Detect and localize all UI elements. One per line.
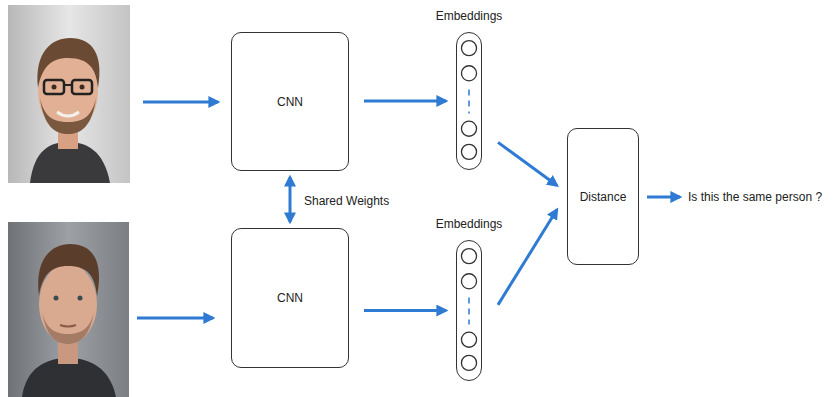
vector-cell [461,274,476,289]
process-box: CNN [231,32,349,171]
smile [57,112,79,116]
stubble [42,312,94,344]
ellipsis-line [468,297,470,324]
vector-cells [457,241,481,380]
vector-cells [457,33,481,169]
ellipsis-line [468,89,470,113]
vector-cell [461,144,476,159]
eye [54,296,59,301]
beard [40,98,96,134]
flow-arrow [364,100,446,103]
flow-arrow [498,210,557,305]
photo-background [8,222,129,397]
vector-cell [461,41,476,56]
input-arrow [137,317,213,320]
box-label: Distance [580,190,627,204]
face [39,264,97,344]
eye [78,296,83,301]
photo-background [8,5,130,183]
vector-outline [456,32,482,170]
box-label: CNN [277,291,303,305]
face-photo [8,5,130,183]
mouth [60,325,76,327]
process-box: Distance [567,128,639,265]
embedding-vector: Embeddings [421,217,517,381]
face-photo [8,222,129,397]
hair [38,244,99,296]
vector-cell [461,355,476,370]
vector-cell [461,332,476,347]
glasses [72,80,92,94]
glasses [44,80,64,94]
vector-outline [456,240,482,381]
flow-arrow [364,309,446,312]
vector-cell [461,121,476,136]
edge-label: Shared Weights [302,194,391,208]
flow-arrow [498,142,557,185]
vector-heading: Embeddings [421,9,517,23]
output-arrow [647,196,680,199]
embedding-vector: Embeddings [421,9,517,170]
process-box: CNN [231,228,349,368]
vector-cell [461,249,476,264]
eye [80,85,85,90]
box-label: CNN [277,95,303,109]
output-question: Is this the same person ? [688,190,822,204]
glasses [64,84,72,86]
flow-arrow [289,177,292,222]
eye [52,85,57,90]
vector-heading: Embeddings [421,217,517,231]
vector-cell [461,66,476,81]
input-arrow [143,101,218,104]
